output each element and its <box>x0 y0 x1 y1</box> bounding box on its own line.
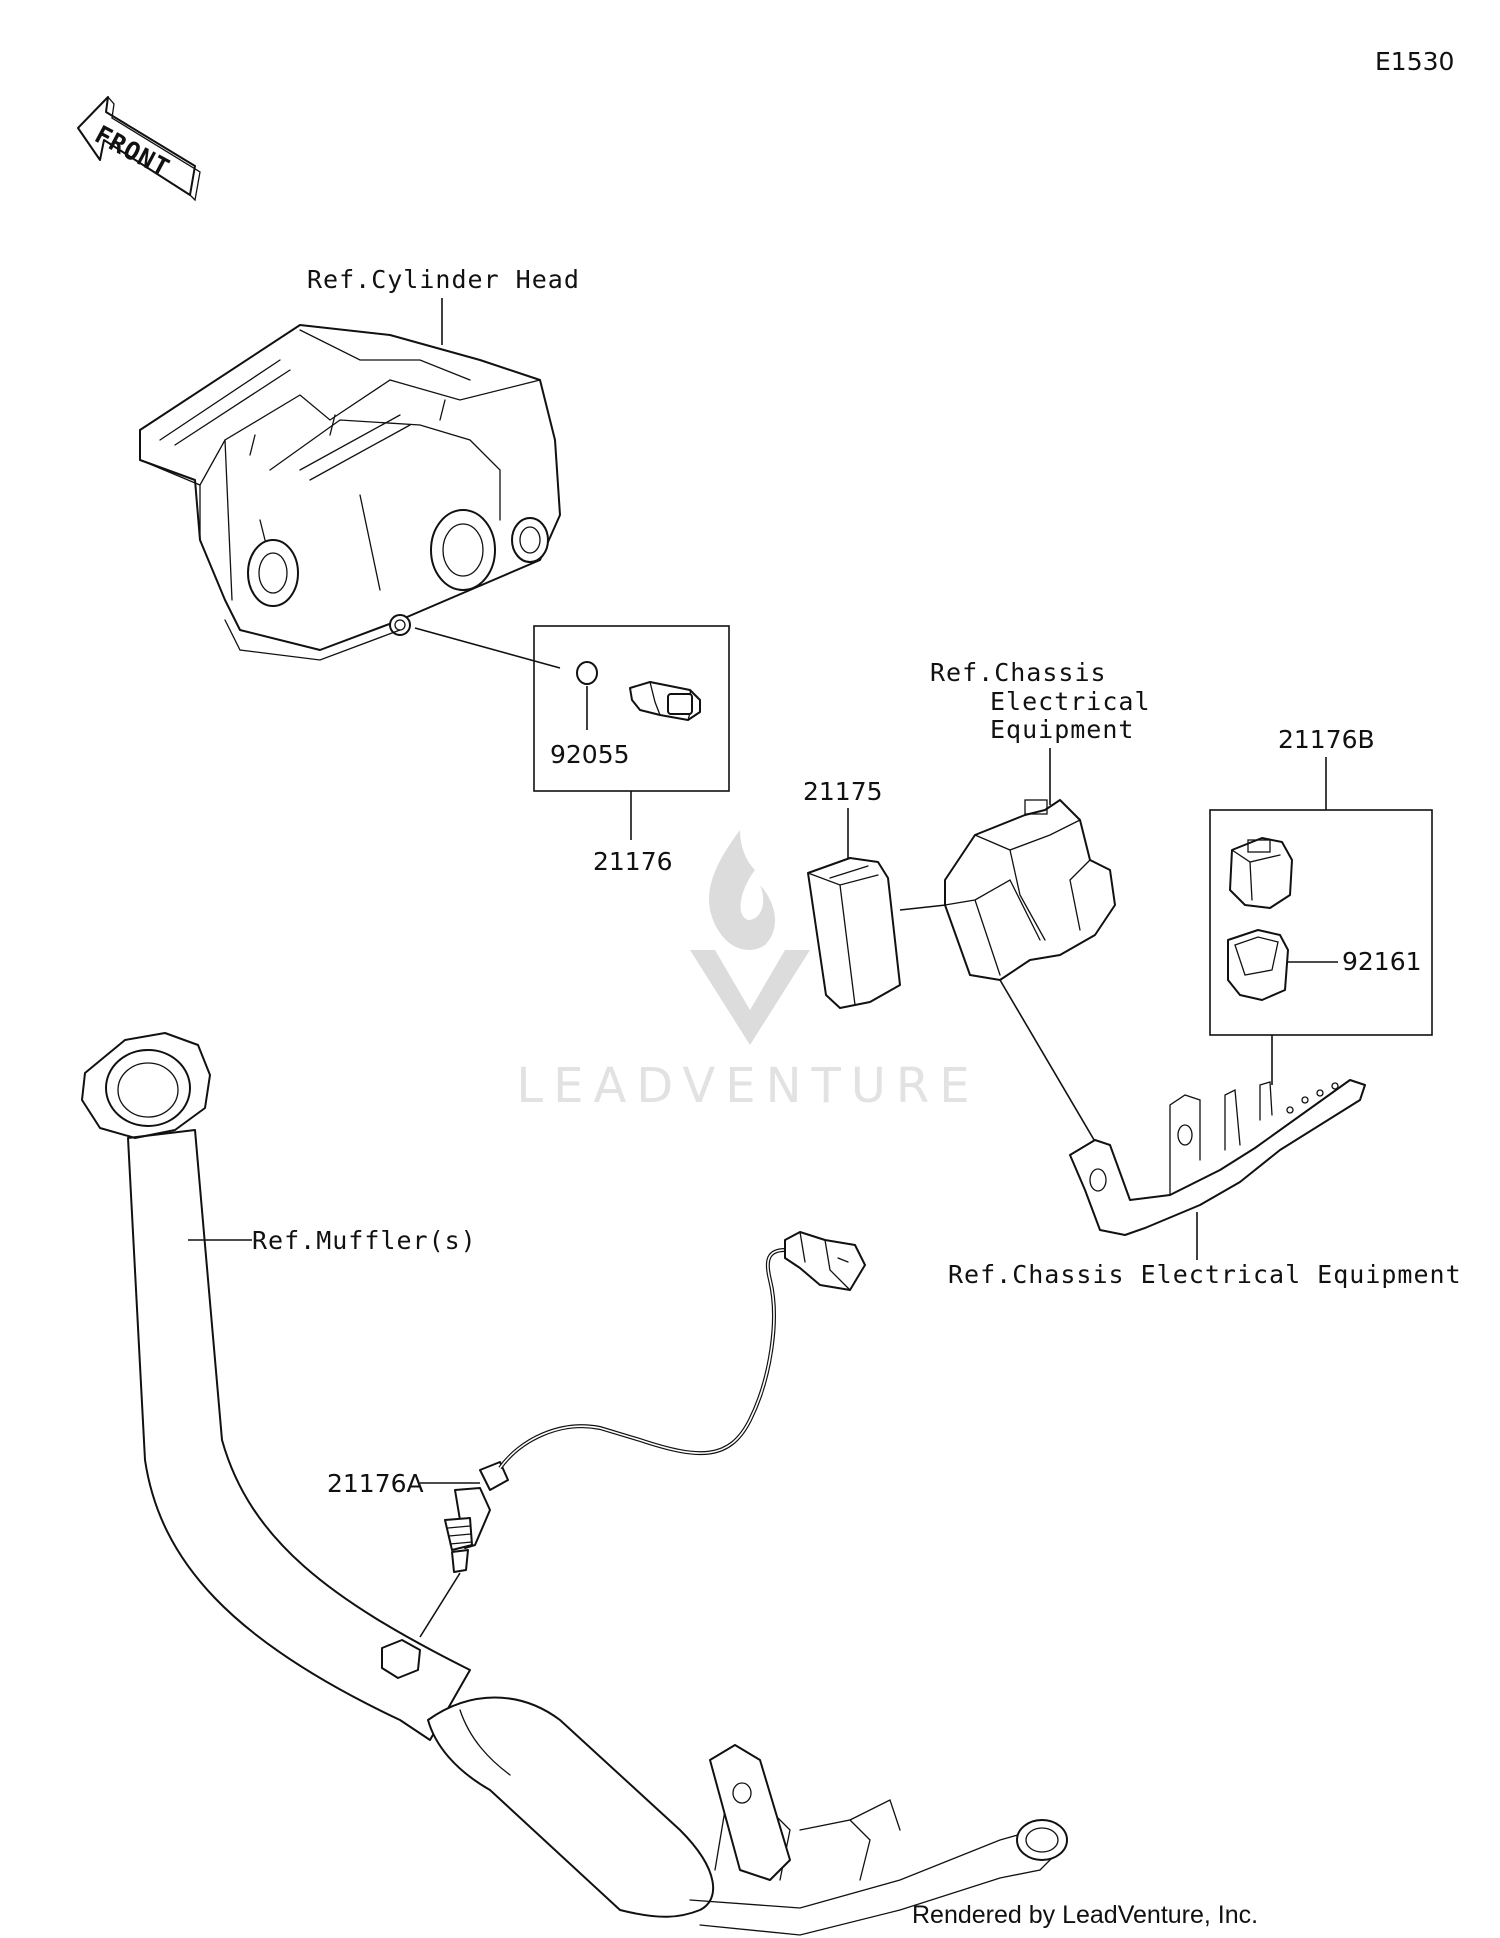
page-code: E1530 <box>1375 47 1454 76</box>
oxygen-sensor-21176A <box>444 1231 866 1573</box>
label-21175: 21175 <box>803 777 883 806</box>
box-21176B <box>1209 809 1433 1036</box>
ref-chassis-electrical-label: Ref.Chassis Electrical Equipment <box>948 1260 1462 1289</box>
ref-chassis-line1: Ref.Chassis <box>930 658 1107 687</box>
credit-text: Rendered by LeadVenture, Inc. <box>912 1901 1258 1929</box>
cover-92161 <box>1227 929 1289 1001</box>
bracket-chassis <box>1069 1079 1366 1236</box>
exhaust-pipe-drawing <box>81 1032 1068 1936</box>
ref-muffler-label: Ref.Muffler(s) <box>252 1226 477 1255</box>
label-21176: 21176 <box>593 847 673 876</box>
label-21176A: 21176A <box>327 1469 424 1498</box>
temperature-sensor-21176 <box>629 681 701 721</box>
label-21176B: 21176B <box>1278 725 1375 754</box>
o-ring-92055 <box>576 661 598 685</box>
watermark-logo <box>690 830 810 1045</box>
sensor-21176B <box>1229 837 1293 909</box>
ref-chassis-line2: Electrical <box>990 687 1151 716</box>
front-arrow-icon: FRONT <box>77 96 201 202</box>
relay-chassis <box>944 799 1116 981</box>
watermark-text: LEADVENTURE <box>516 1058 979 1114</box>
label-92055: 92055 <box>550 740 630 769</box>
cylinder-head-drawing <box>139 324 561 661</box>
ref-chassis-line3: Equipment <box>990 715 1134 744</box>
connector-21175 <box>807 857 901 1009</box>
ref-cylinder-head-label: Ref.Cylinder Head <box>307 265 580 294</box>
label-92161: 92161 <box>1342 947 1422 976</box>
